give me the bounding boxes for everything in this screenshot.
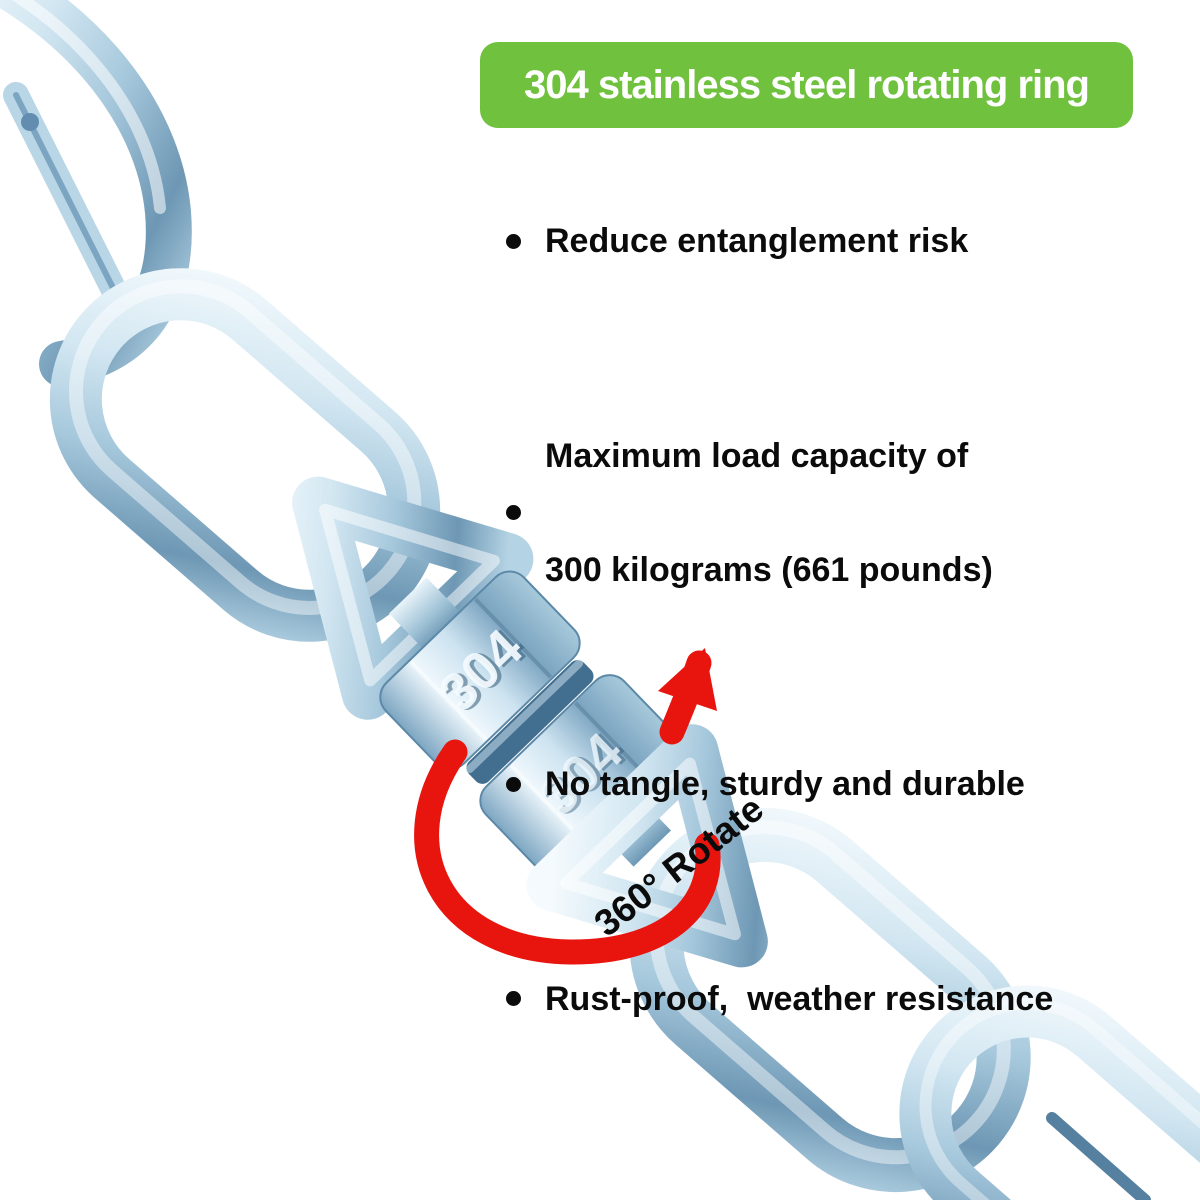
bullet-dot (506, 505, 521, 521)
chain-link-upper (49, 268, 441, 642)
swivel-gap (466, 660, 594, 784)
feature-item: Maximum load capacity of 300 kilograms (… (506, 360, 1053, 665)
arrowhead (658, 648, 717, 711)
feature-text: Maximum load capacity of (545, 436, 969, 475)
feature-item: Rust-proof, weather resistance (506, 903, 1053, 1093)
bullet-dot (506, 233, 521, 249)
feature-text: Reduce entanglement risk (545, 222, 969, 261)
carabiner-pin (21, 113, 39, 131)
title-banner: 304 stainless steel rotating ring (480, 42, 1133, 128)
chain-link-corner (899, 985, 1200, 1200)
banner-title: 304 stainless steel rotating ring (524, 62, 1090, 107)
bullet-dot (506, 776, 521, 792)
feature-item: No tangle, sturdy and durable (506, 689, 1053, 879)
feature-text: Rust-proof, weather resistance (545, 979, 1054, 1018)
barrel-nut-top: 304 304 (379, 570, 581, 770)
rotation-arrow (414, 648, 721, 965)
feature-list: Reduce entanglement risk Maximum load ca… (506, 146, 1053, 1094)
swivel: 304 304 304 304 (292, 476, 768, 968)
corner-gate-line (1046, 1112, 1151, 1200)
feature-text: No tangle, sturdy and durable (545, 765, 1025, 804)
chain-link-lower (629, 807, 1031, 1193)
feature-text: 300 kilograms (661 pounds) (545, 550, 993, 589)
bullet-dot (506, 991, 521, 1007)
feature-item: Reduce entanglement risk (506, 146, 1053, 336)
